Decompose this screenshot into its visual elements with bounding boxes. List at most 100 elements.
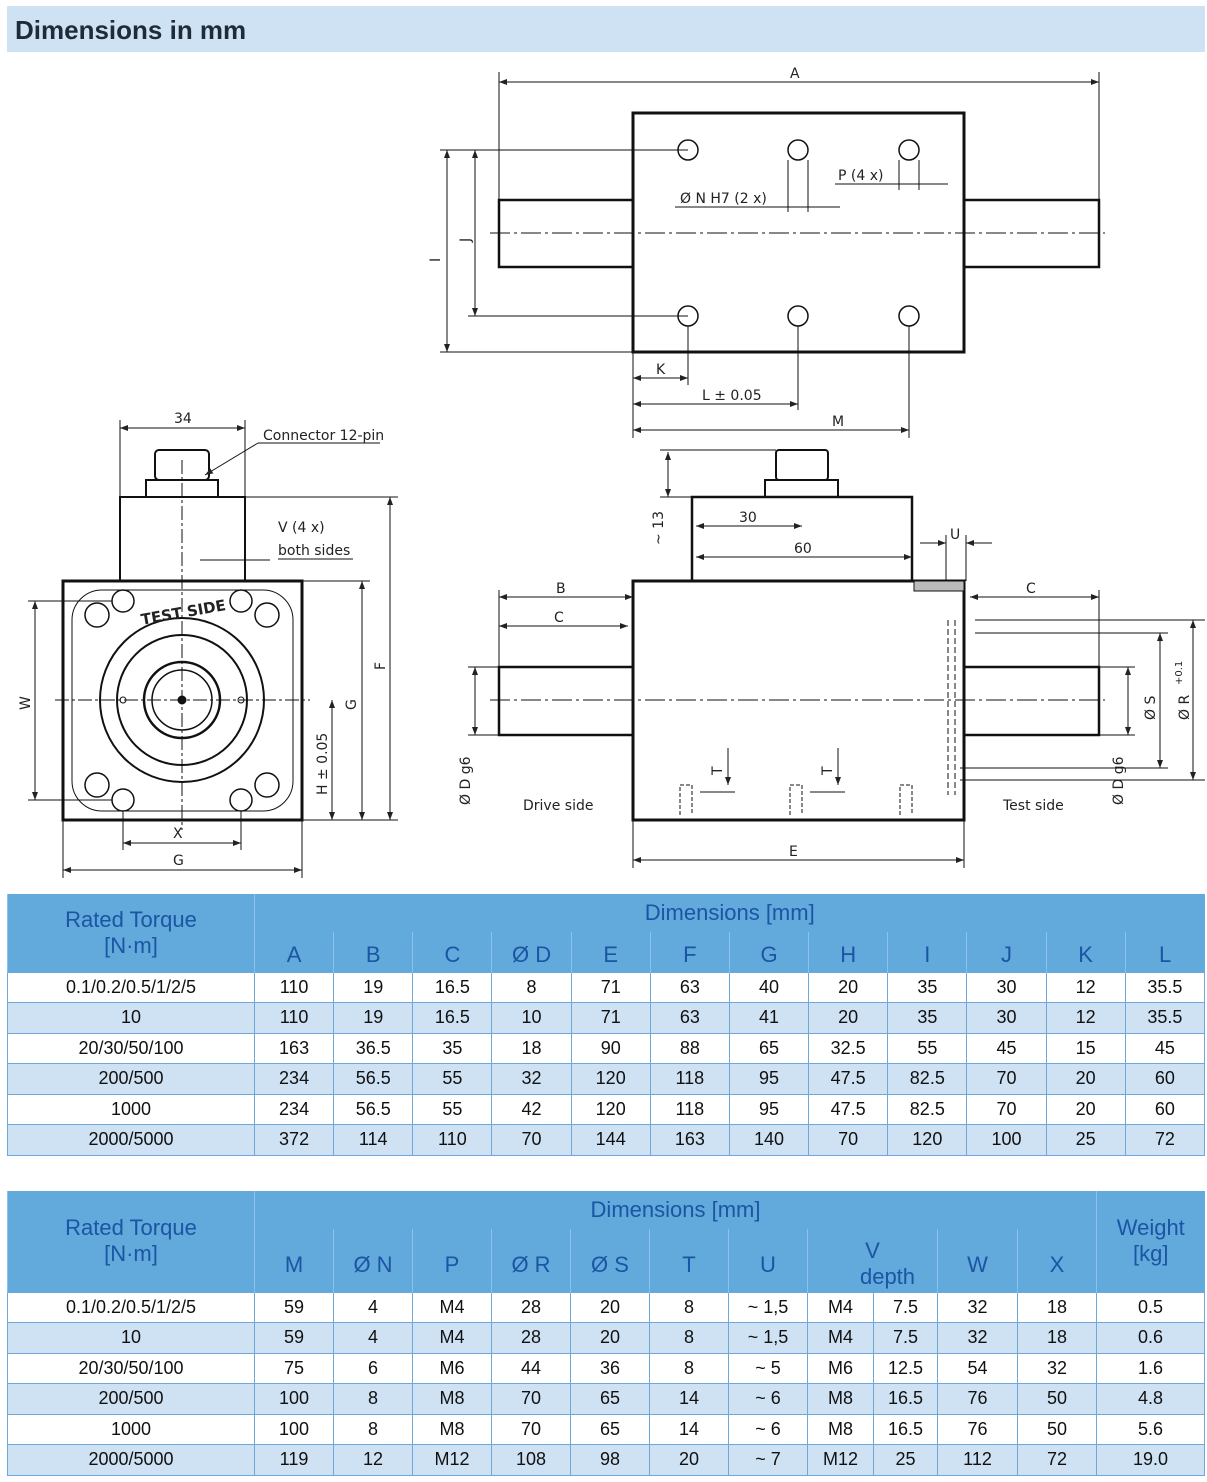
dim-label-n: Ø N H7 (2 x) — [680, 191, 767, 207]
table-cell: 8 — [649, 1352, 729, 1384]
table-cell: 18 — [491, 1032, 572, 1064]
dim-label-g: G — [173, 853, 184, 869]
table-cell: 12 — [1045, 1002, 1126, 1033]
dim-label-j: J — [458, 238, 474, 243]
table-cell: 25 — [873, 1444, 938, 1476]
dimensions-group-header: Dimensions [mm] — [254, 894, 1205, 932]
table-cell: 16.5 — [873, 1413, 938, 1445]
table-cell: 56.5 — [333, 1093, 413, 1125]
rated-torque-cell: 10 — [7, 1002, 255, 1033]
column-header: L — [1124, 932, 1205, 972]
table-cell: 63 — [649, 1002, 730, 1033]
dim-label-30: 30 — [739, 510, 757, 526]
table-cell: M8 — [412, 1383, 492, 1414]
column-header: X — [1016, 1229, 1097, 1292]
column-header: K — [1045, 932, 1126, 972]
table-cell: 32 — [937, 1291, 1018, 1323]
weight-header: Weight[kg] — [1096, 1191, 1205, 1292]
table-cell: 118 — [649, 1093, 730, 1125]
table-cell: 120 — [570, 1093, 651, 1125]
table-cell: 114 — [333, 1124, 413, 1156]
table-cell: 16.5 — [412, 971, 492, 1003]
column-header: H — [808, 932, 888, 972]
dim-label-34: 34 — [174, 411, 192, 427]
table-cell: 6 — [333, 1352, 413, 1384]
table-cell: 234 — [253, 1093, 334, 1125]
table-cell: 44 — [491, 1352, 571, 1384]
column-header: Ø S — [570, 1229, 650, 1292]
table-cell: 35 — [887, 1002, 967, 1033]
table-cell: 59 — [254, 1291, 334, 1323]
table-cell: M8 — [807, 1383, 874, 1414]
table-cell: 50 — [1016, 1383, 1097, 1414]
column-header: C — [412, 932, 492, 972]
table-cell: 18 — [1016, 1322, 1097, 1353]
table-cell: 14 — [649, 1383, 729, 1414]
table-cell: 55 — [887, 1032, 967, 1064]
table-cell: 8 — [491, 971, 572, 1003]
dim-label-k: K — [656, 362, 666, 378]
table-cell: 0.6 — [1096, 1322, 1205, 1353]
column-header: E — [570, 932, 651, 972]
table-cell: 20 — [1045, 1063, 1126, 1094]
table-cell: 63 — [649, 971, 730, 1003]
table-cell: 70 — [966, 1063, 1047, 1094]
table-cell: 4 — [333, 1322, 413, 1353]
rated-torque-cell: 0.1/0.2/0.5/1/2/5 — [7, 1291, 255, 1323]
rated-torque-header: Rated Torque[N·m] — [7, 1191, 255, 1292]
dim-label-t1: T — [710, 766, 726, 776]
table-cell: 7.5 — [873, 1322, 938, 1353]
table-cell: 18 — [1016, 1291, 1097, 1323]
table-cell: 30 — [966, 971, 1047, 1003]
table-cell: 118 — [649, 1063, 730, 1094]
dim-label-b: B — [556, 581, 566, 597]
table-cell: ~ 7 — [728, 1444, 808, 1476]
table-cell: 35.5 — [1124, 1002, 1206, 1033]
table-cell: 234 — [253, 1063, 334, 1094]
table-cell: 110 — [253, 1002, 334, 1033]
dim-label-l: L ± 0.05 — [702, 388, 762, 404]
table-cell: 30 — [966, 1002, 1047, 1033]
table-cell: 16.5 — [873, 1383, 938, 1414]
table-cell: ~ 1,5 — [728, 1322, 808, 1353]
front-view — [28, 420, 398, 878]
table-cell: 100 — [254, 1413, 334, 1445]
table-cell: 19 — [333, 971, 413, 1003]
table-cell: M6 — [807, 1352, 874, 1384]
table-cell: M8 — [807, 1413, 874, 1445]
table-cell: 59 — [254, 1322, 334, 1353]
table-cell: 32 — [937, 1322, 1018, 1353]
table-cell: 108 — [491, 1444, 571, 1476]
table-cell: 120 — [570, 1063, 651, 1094]
table-cell: M12 — [412, 1444, 492, 1476]
table-cell: 55 — [412, 1093, 492, 1125]
rated-torque-cell: 1000 — [7, 1093, 255, 1125]
table-cell: 8 — [649, 1291, 729, 1323]
table-cell: 40 — [728, 971, 809, 1003]
table-cell: 70 — [491, 1413, 571, 1445]
dim-label-x: X — [173, 826, 183, 842]
column-header: I — [887, 932, 967, 972]
table-cell: 20 — [649, 1444, 729, 1476]
table-cell: 75 — [254, 1352, 334, 1384]
table-cell: ~ 1,5 — [728, 1291, 808, 1323]
table-cell: 140 — [728, 1124, 809, 1156]
top-view — [440, 72, 1105, 438]
table-cell: 98 — [570, 1444, 650, 1476]
dim-label-t2: T — [820, 766, 836, 776]
table-cell: 45 — [966, 1032, 1047, 1064]
table-cell: 20 — [570, 1322, 650, 1353]
table-cell: ~ 6 — [728, 1413, 808, 1445]
table-cell: 4 — [333, 1291, 413, 1323]
both-sides-label: both sides — [278, 543, 350, 559]
table-cell: 20 — [1045, 1093, 1126, 1125]
dim-label-a: A — [790, 66, 800, 82]
table-cell: 71 — [570, 971, 651, 1003]
table-cell: 70 — [966, 1093, 1047, 1125]
table-cell: 100 — [966, 1124, 1047, 1156]
table-cell: M8 — [412, 1413, 492, 1445]
